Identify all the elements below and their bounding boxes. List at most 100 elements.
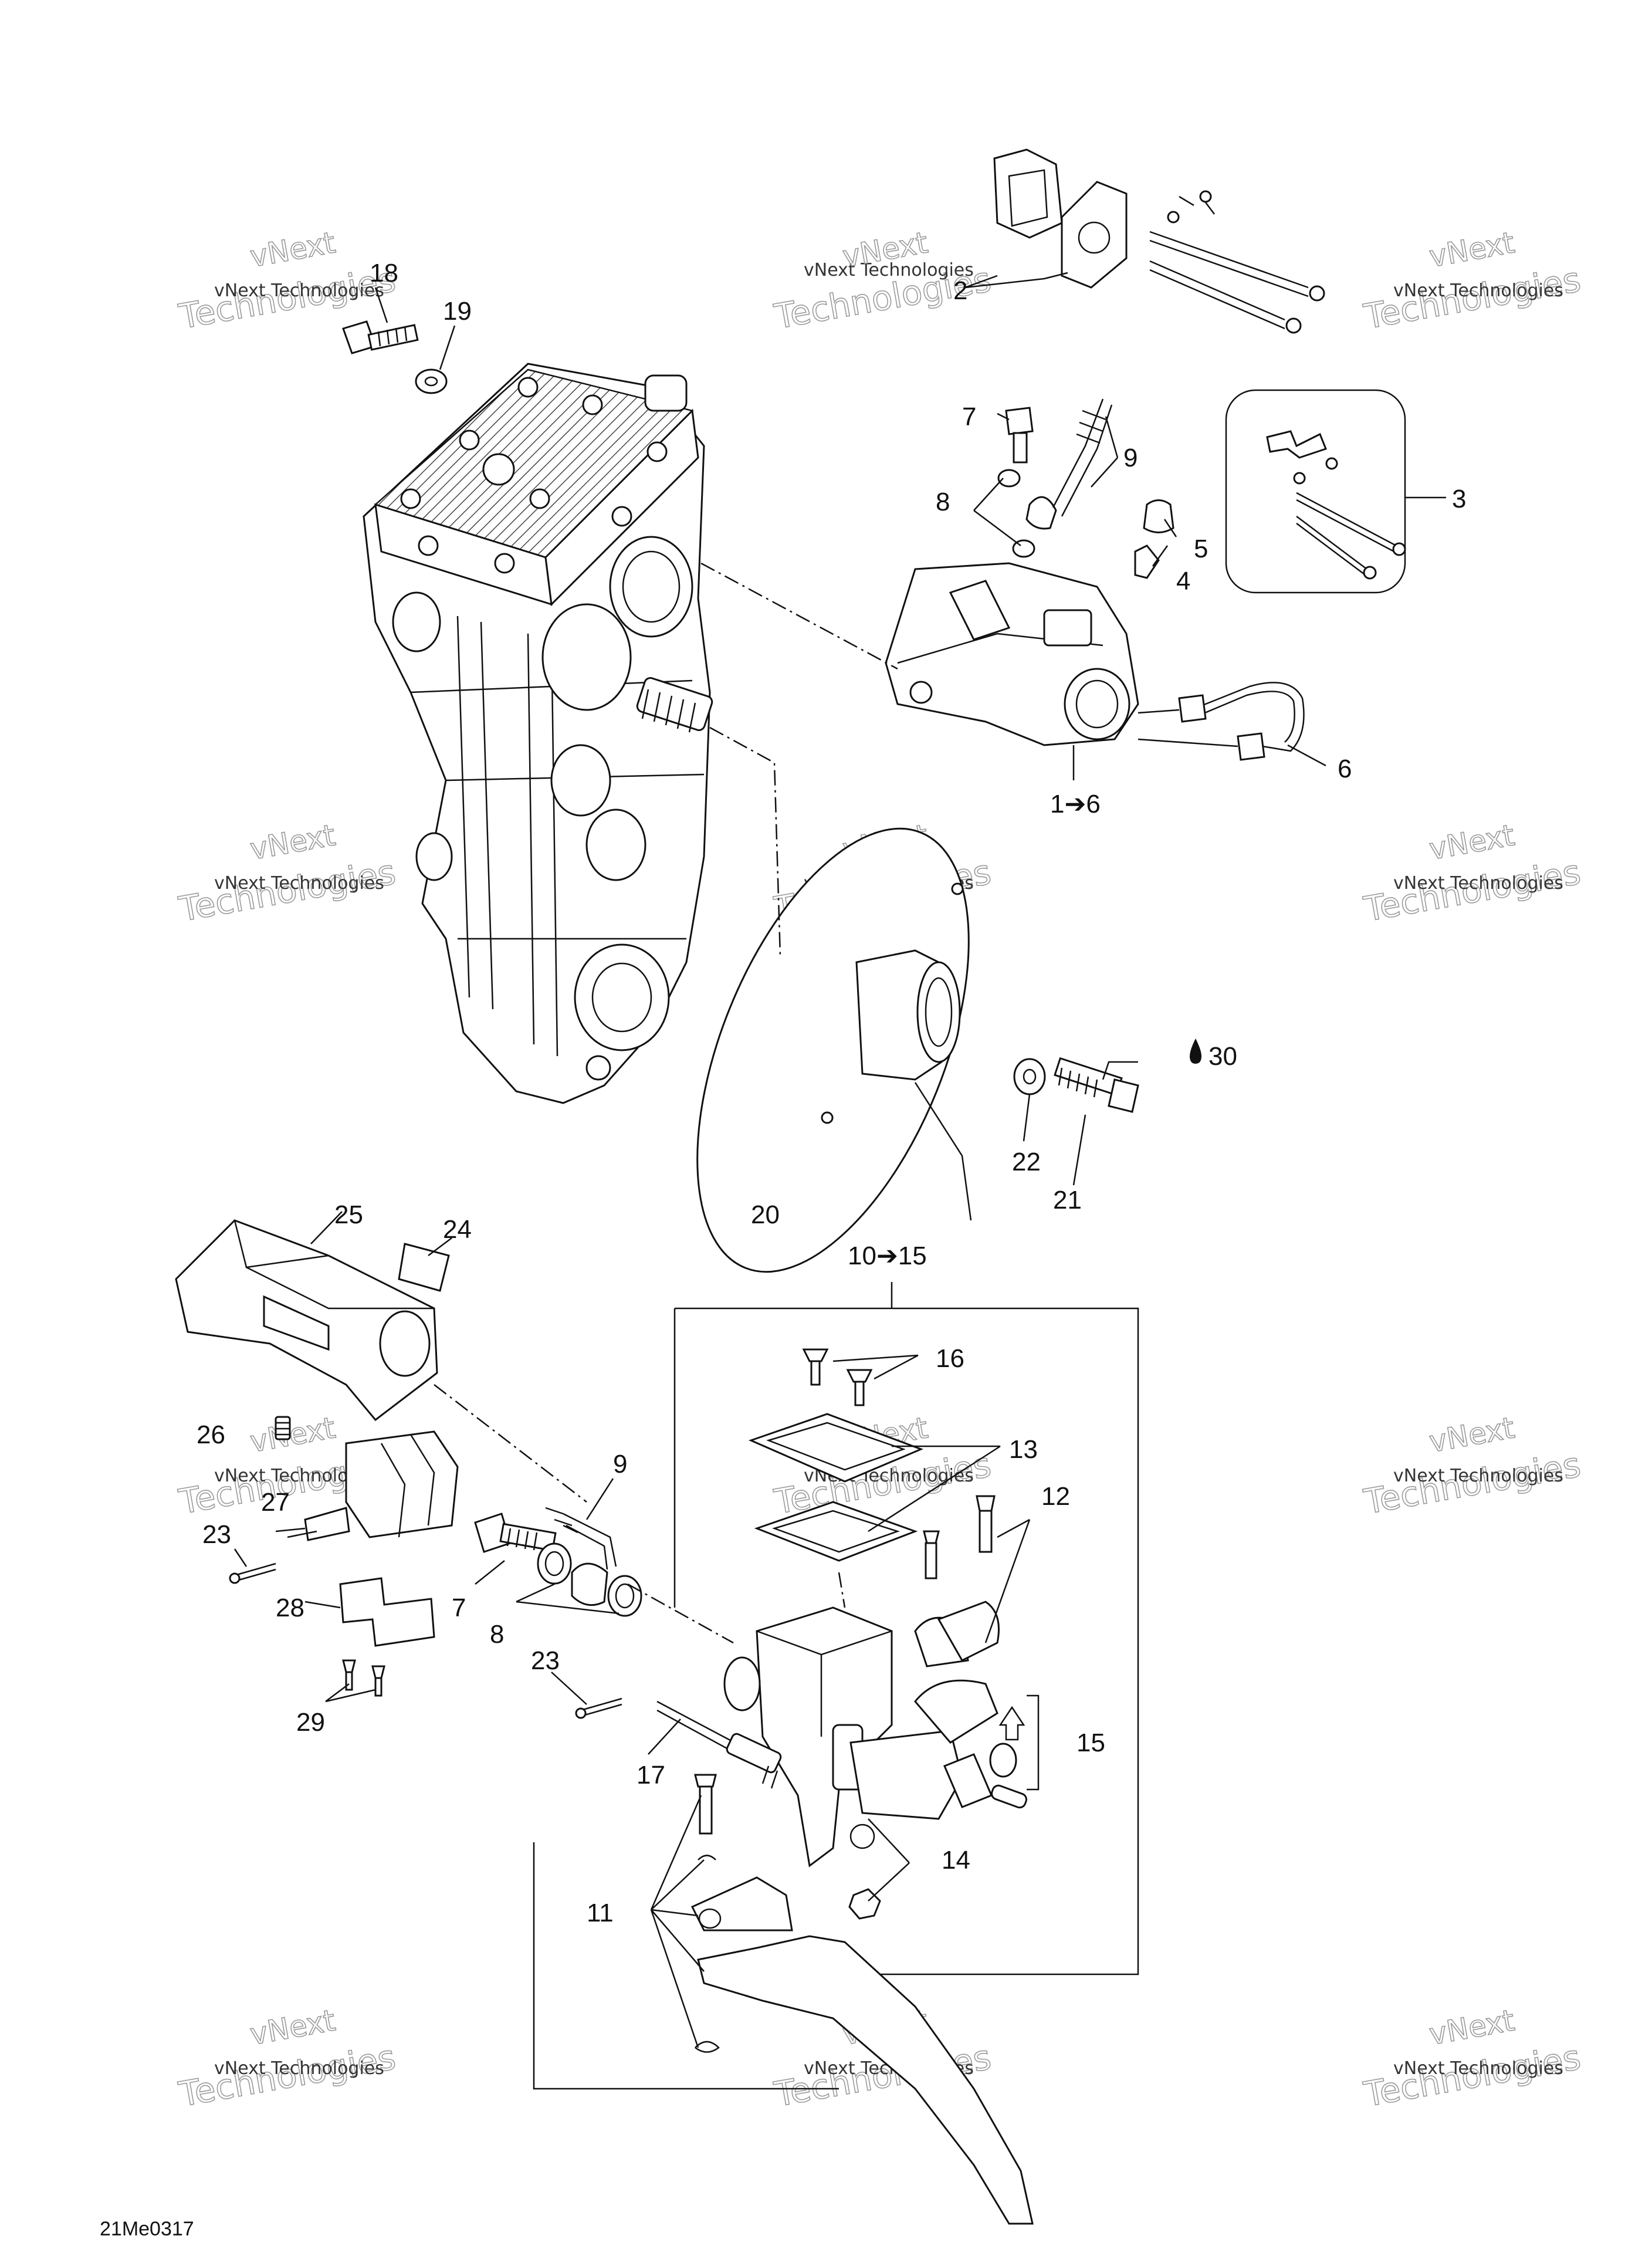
master-cylinder-body <box>723 1606 963 1868</box>
callout-9-lower: 9 <box>613 1450 627 1479</box>
svg-text:vNext Technologies: vNext Technologies <box>214 280 384 301</box>
callout-6: 6 <box>1338 755 1352 783</box>
part-17-push-rod <box>656 1700 782 1789</box>
housing-bosses <box>392 536 693 1081</box>
callout-16: 16 <box>936 1344 964 1373</box>
svg-text:vNext: vNext <box>1427 1410 1517 1459</box>
callout-5: 5 <box>1194 535 1208 563</box>
part-15-bushing-nut <box>943 1694 1040 1809</box>
callout-30: 30 <box>1208 1042 1237 1071</box>
callout-4: 4 <box>1176 567 1190 596</box>
part-4-bleeder-valve <box>1134 544 1160 579</box>
part-12-handlebar-clamp <box>914 1495 1000 1744</box>
part-29-screws <box>342 1659 385 1697</box>
svg-text:vNext: vNext <box>248 818 338 866</box>
part-22-washer <box>1013 1058 1046 1095</box>
threadlocker-drop-icon <box>1190 1038 1201 1064</box>
callout-2: 2 <box>953 276 967 305</box>
svg-text:vNext: vNext <box>1427 225 1517 273</box>
callout-23-left: 23 <box>202 1520 231 1549</box>
leader-lines <box>233 272 1446 2048</box>
callout-21: 21 <box>1053 1186 1082 1215</box>
brake-caliper-assembly <box>885 562 1139 746</box>
output-shaft-spline <box>636 677 713 733</box>
breather-fitting <box>644 374 688 412</box>
svg-text:vNext Technologies: vNext Technologies <box>1393 873 1563 894</box>
callout-28: 28 <box>276 1594 304 1622</box>
watermark-mid-right: Technologies vNext Technologies vNext <box>1360 818 1584 930</box>
callout-26: 26 <box>197 1420 225 1449</box>
watermark-mid-left: Technologies vNext Technologies vNext <box>175 818 399 930</box>
drawing-code: 21Me0317 <box>100 2218 194 2240</box>
part-20-brake-disc <box>696 827 970 1273</box>
part-13-reservoir-cover-diaphragm <box>748 1413 924 1562</box>
part-6-brake-line <box>1138 682 1305 761</box>
cover-bolts <box>400 377 668 574</box>
callout-22: 22 <box>1012 1148 1041 1176</box>
callout-13: 13 <box>1009 1435 1038 1464</box>
watermark-top-left: Technologies vNext Technologies vNext <box>175 225 399 337</box>
centerlines <box>434 562 898 1644</box>
part-25-lever-housing-cover <box>175 1219 438 1422</box>
callout-29: 29 <box>296 1708 325 1737</box>
gearbox-housing <box>363 363 713 1104</box>
part-9-brake-hose-lower <box>545 1507 617 1606</box>
part-26-set-screw <box>275 1416 291 1440</box>
part-2-brake-pads <box>993 148 1128 289</box>
callout-18: 18 <box>370 259 398 287</box>
svg-text:vNext: vNext <box>248 1410 338 1459</box>
watermark-top-right: Technologies vNext Technologies vNext <box>1360 225 1584 337</box>
callout-labels: 2 18 19 7 9 8 3 5 4 6 1➔6 30 22 21 20 25… <box>197 259 1466 1927</box>
callout-9-upper: 9 <box>1123 444 1138 472</box>
part-23-pin-right <box>575 1697 622 1719</box>
callout-27: 27 <box>261 1488 290 1517</box>
watermark-bottom-right: Technologies vNext Technologies vNext <box>1360 2003 1584 2115</box>
part-27-brake-light-switch <box>275 1430 459 1541</box>
part-21-disc-bolt <box>1054 1057 1139 1113</box>
part-9-brake-hose-upper <box>1025 398 1113 530</box>
part-7-banjo-bolt-lower <box>474 1513 557 1553</box>
part-23-pin-left <box>229 1562 276 1584</box>
svg-text:vNext Technologies: vNext Technologies <box>1393 2058 1563 2079</box>
part-18-bolt <box>342 320 419 354</box>
watermark-lower-right: Technologies vNext Technologies vNext <box>1360 1410 1584 1523</box>
svg-text:vNext Technologies: vNext Technologies <box>1393 280 1563 301</box>
callout-14: 14 <box>942 1846 970 1875</box>
part-11-lever-pivot-set <box>690 1774 1034 2225</box>
svg-text:vNext Technologies: vNext Technologies <box>1393 1466 1563 1486</box>
callout-23-right: 23 <box>531 1646 560 1675</box>
lever-group-frame <box>533 1842 839 2090</box>
part-8-sealing-washers-lower <box>537 1542 642 1617</box>
callout-7-upper: 7 <box>962 402 976 431</box>
callout-3: 3 <box>1452 485 1466 513</box>
watermark-bottom-left: Technologies vNext Technologies vNext <box>175 2003 399 2115</box>
part-28-switch-bracket <box>339 1577 435 1647</box>
callout-12: 12 <box>1041 1482 1070 1511</box>
callout-19: 19 <box>443 297 472 326</box>
part-19-washer <box>415 368 448 394</box>
callout-8-upper: 8 <box>936 488 950 516</box>
part-16-reservoir-screws <box>802 1348 873 1406</box>
svg-text:vNext Technologies: vNext Technologies <box>804 260 974 280</box>
callout-25: 25 <box>334 1200 363 1229</box>
callout-17: 17 <box>637 1761 665 1789</box>
callout-1-6: 1➔6 <box>1050 790 1101 818</box>
callout-24: 24 <box>443 1215 472 1244</box>
callout-10-15: 10➔15 <box>848 1241 927 1270</box>
svg-text:vNext Technologies: vNext Technologies <box>214 2058 384 2079</box>
callout-15: 15 <box>1076 1728 1105 1757</box>
part-5-bleeder-cap <box>1143 499 1174 533</box>
svg-text:vNext: vNext <box>248 225 338 273</box>
svg-text:vNext: vNext <box>248 2003 338 2051</box>
callout-7-lower: 7 <box>452 1594 466 1622</box>
svg-text:vNext: vNext <box>1427 2003 1517 2051</box>
part-24-decal <box>398 1243 450 1292</box>
part-7-banjo-bolt-upper <box>1005 407 1034 464</box>
svg-text:vNext Technologies: vNext Technologies <box>214 873 384 894</box>
callout-11: 11 <box>587 1899 614 1927</box>
svg-text:vNext: vNext <box>1427 818 1517 866</box>
master-cylinder-kit-box <box>675 1307 1139 1975</box>
brake-pad-pins <box>1149 190 1325 334</box>
callout-8-lower: 8 <box>490 1620 504 1649</box>
